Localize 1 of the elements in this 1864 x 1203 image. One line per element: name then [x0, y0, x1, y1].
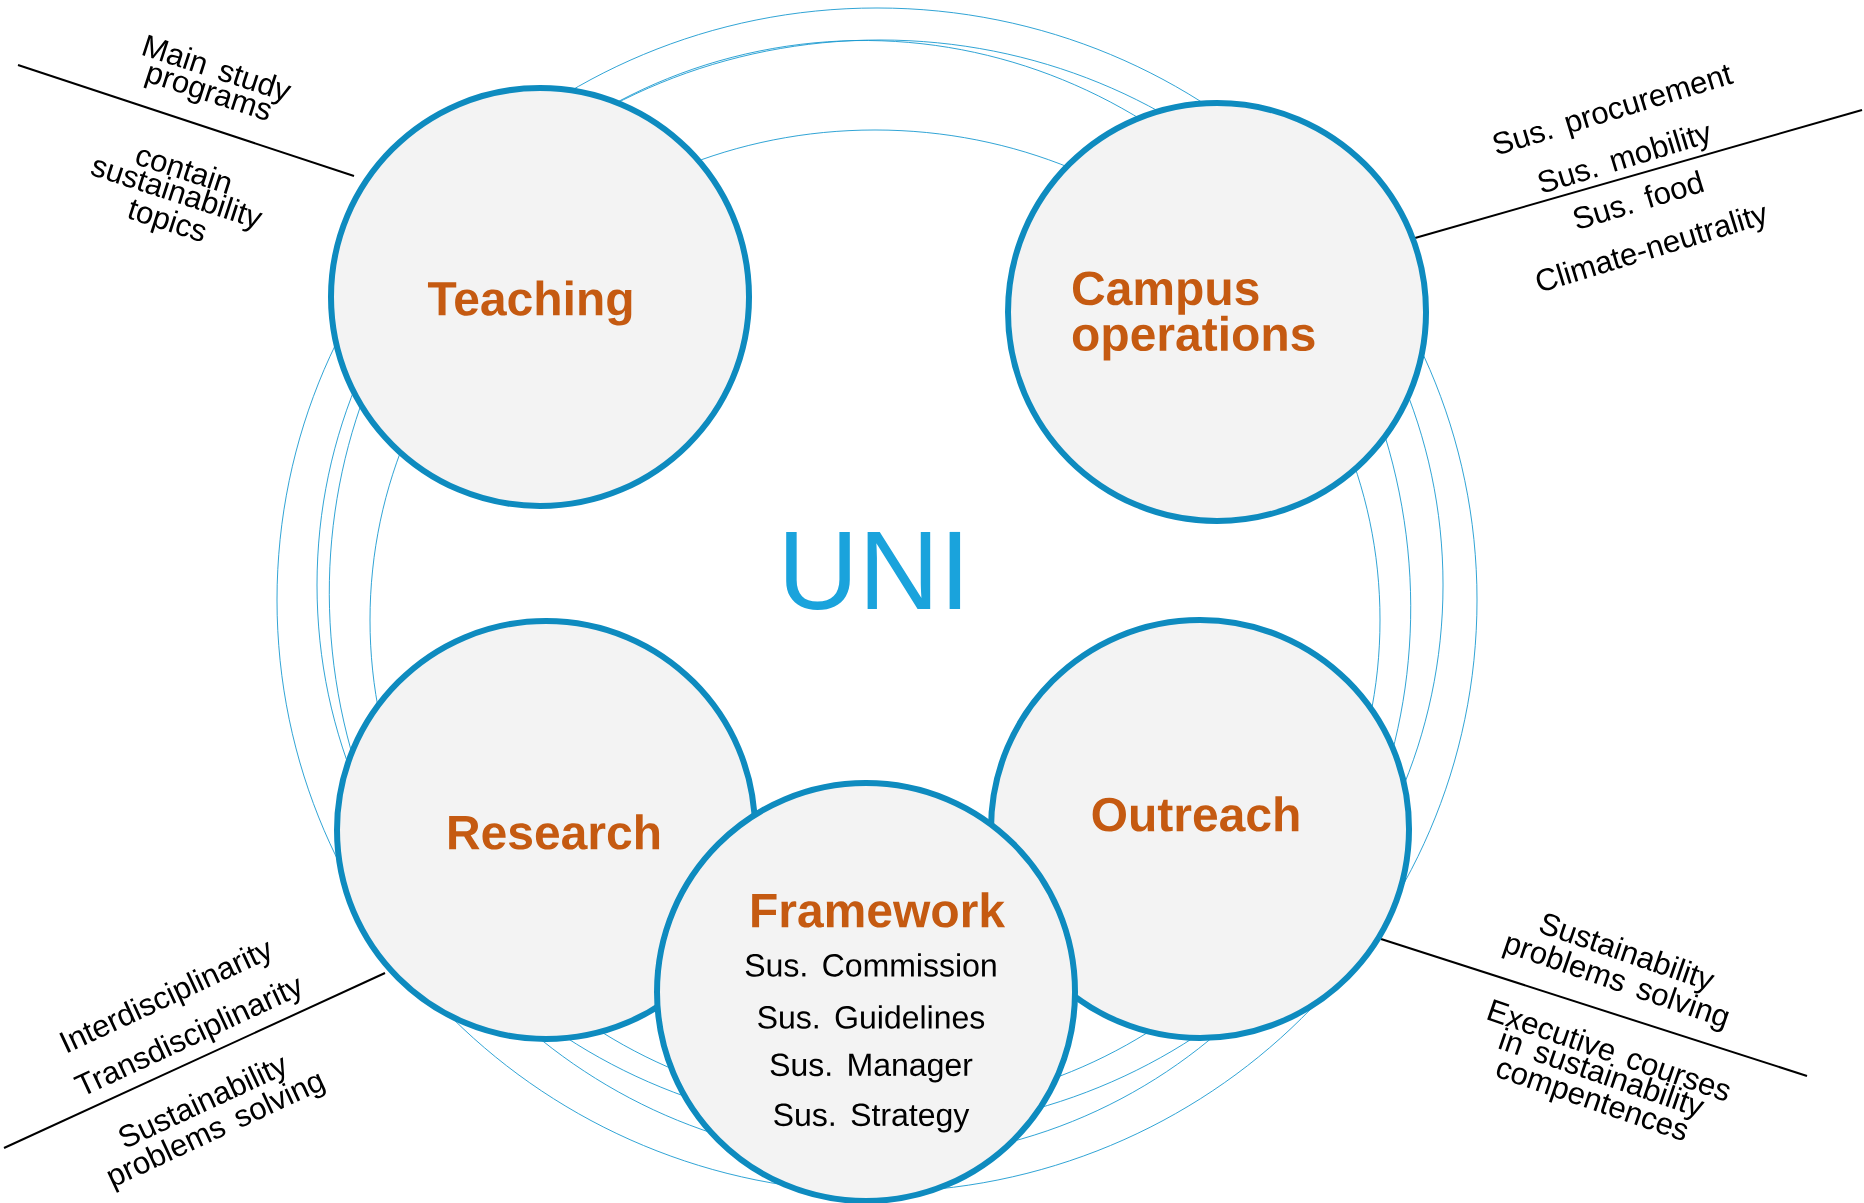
center-title: UNI	[786, 531, 961, 611]
